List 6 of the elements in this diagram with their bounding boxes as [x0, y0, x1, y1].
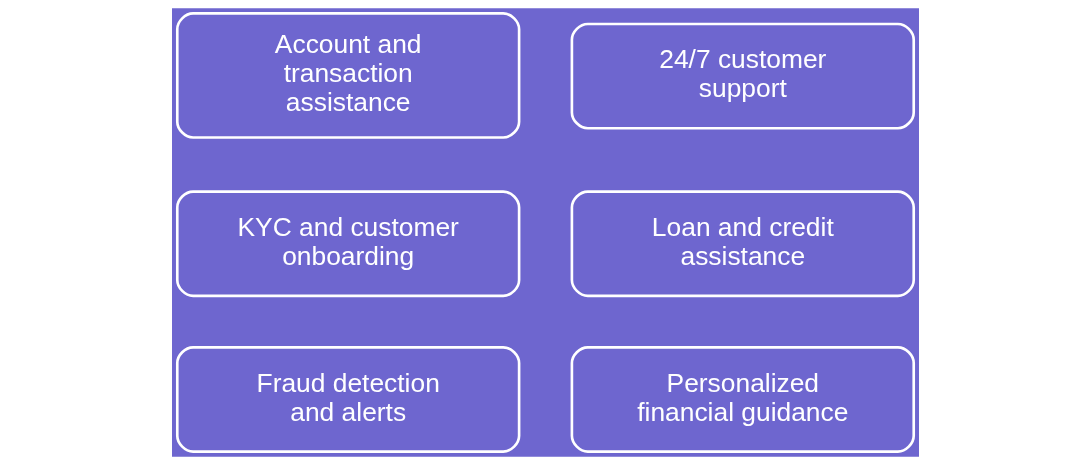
node-box: Loan and credit assistance: [570, 190, 916, 298]
node-box: Fraud detection and alerts: [175, 346, 521, 453]
node-box: 24/7 customer support: [570, 22, 916, 130]
node-box: KYC and customer onboarding: [175, 190, 521, 298]
node-box: Account and transaction assistance: [175, 12, 521, 139]
node-box: Personalized financial guidance: [570, 346, 916, 453]
